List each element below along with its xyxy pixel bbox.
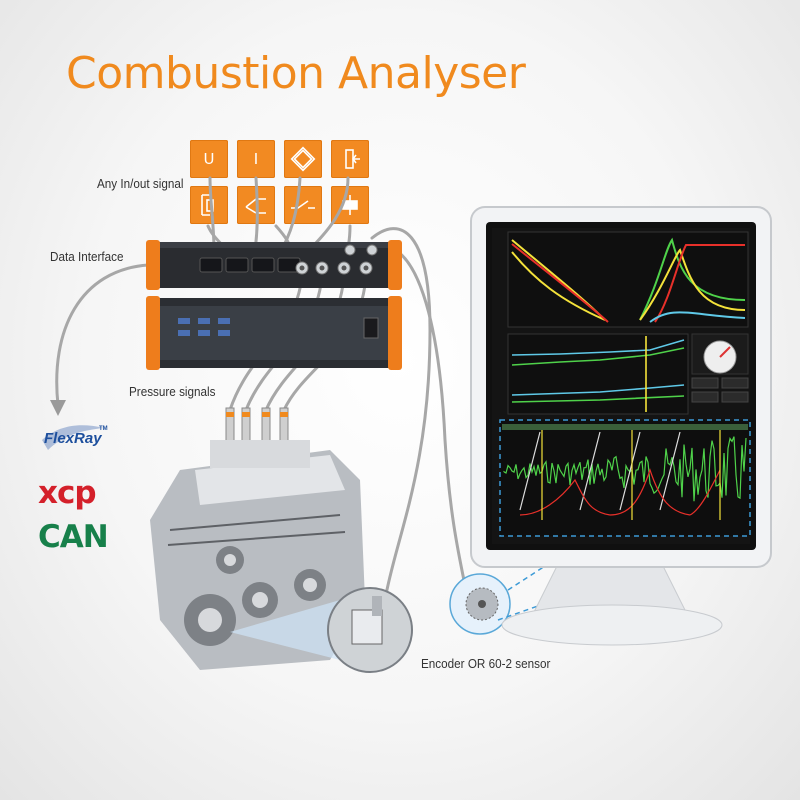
encoder-cable-1 [370,227,432,602]
switch-icon [291,200,315,209]
signal-box-resistor [190,186,228,224]
potentiometer-icon [345,149,360,169]
analysis-screen [492,228,751,544]
signal-box-current: I [237,140,275,178]
encoder-cable-2 [382,244,470,602]
flexray-tm: TM [99,426,108,432]
bridge-icon [290,146,316,172]
current-symbol: I [253,150,259,168]
encoder-sensor-label: Encoder OR 60-2 sensor [421,656,551,671]
voltage-symbol: U [203,150,215,168]
signal-box-voltage: U [190,140,228,178]
bus-cable [55,263,150,407]
pressure-sensors [225,407,289,451]
pressure-signals-label: Pressure signals [129,384,216,399]
resistor-icon [201,194,214,216]
bus-arrow-head [50,400,66,416]
flexray-text: FlexRay [44,430,102,447]
data-interface-label: Data Interface [50,249,124,264]
xcp-logo: XCP [38,475,97,511]
any-io-signal-label: Any In/out signal [97,176,184,191]
signal-box-switch [284,186,322,224]
encoder-wheel [449,573,511,635]
sensor-zoom-callout [230,587,413,673]
signal-box-bridge [284,140,322,178]
sirius-unit [146,240,402,290]
sbox-unit [146,296,402,370]
can-logo: CAN [38,519,109,555]
flexray-logo: FlexRay TM [38,422,108,456]
page-title: Combustion Analyser [66,48,526,99]
flexray-logo-mark [42,425,104,450]
signal-cable-1 [208,176,216,252]
signal-box-potentiometer [331,140,369,178]
